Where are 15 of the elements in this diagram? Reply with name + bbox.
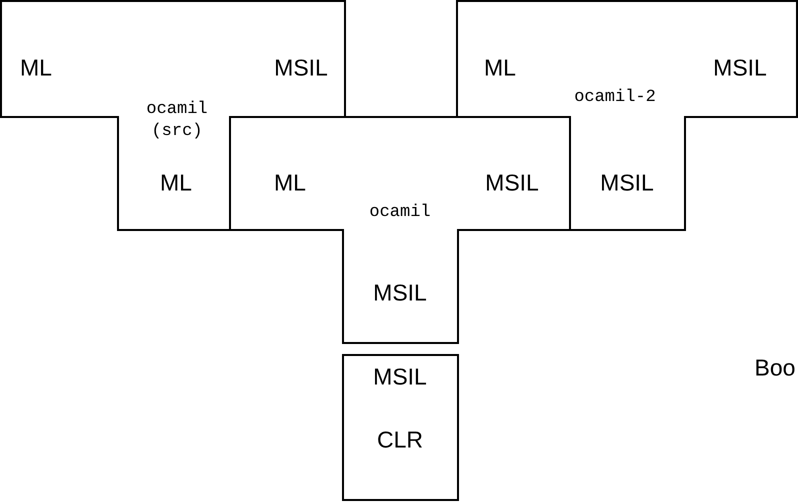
compiler-name: ocamil bbox=[368, 202, 432, 224]
language-label: ML bbox=[160, 170, 192, 196]
machine-label: CLR bbox=[377, 426, 423, 454]
language-label: ML bbox=[484, 54, 516, 82]
language-label: ML bbox=[20, 54, 52, 82]
compiler-name: ocamil-2 bbox=[573, 87, 657, 109]
language-label: ML bbox=[274, 170, 306, 196]
language-label: MSIL bbox=[373, 364, 427, 390]
language-label: MSIL bbox=[274, 54, 328, 82]
language-label: MSIL bbox=[485, 170, 539, 196]
caption-text: Boo bbox=[754, 354, 796, 382]
language-label: MSIL bbox=[713, 54, 767, 82]
language-label: MSIL bbox=[600, 170, 654, 196]
compiler-name: ocamil (src) bbox=[145, 99, 209, 143]
language-label: MSIL bbox=[373, 280, 427, 306]
